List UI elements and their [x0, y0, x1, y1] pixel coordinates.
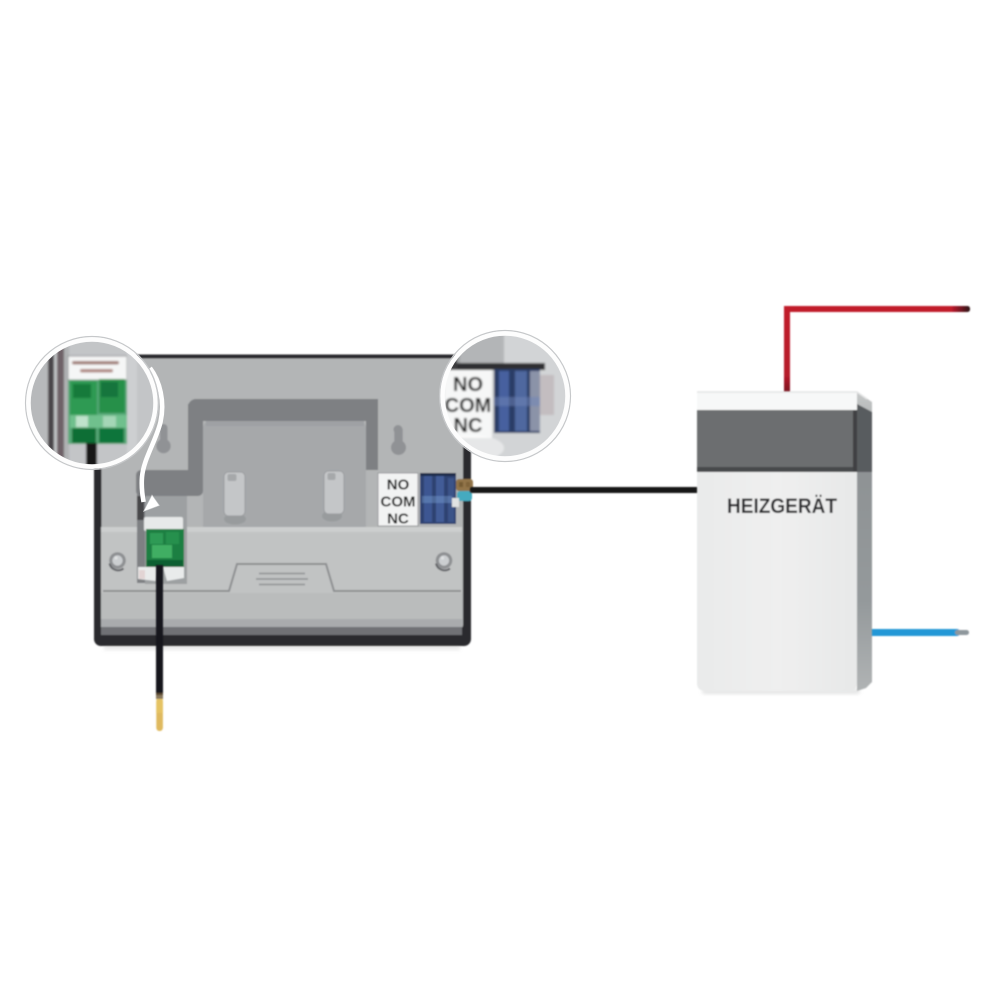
svg-text:NC: NC [454, 415, 483, 437]
svg-text:COM: COM [445, 395, 492, 417]
svg-text:NC: NC [387, 511, 409, 528]
svg-text:NO: NO [453, 374, 483, 396]
svg-text:HEIZGERÄT: HEIZGERÄT [727, 495, 837, 518]
svg-text:COM: COM [381, 494, 416, 511]
svg-text:NO: NO [387, 477, 410, 494]
